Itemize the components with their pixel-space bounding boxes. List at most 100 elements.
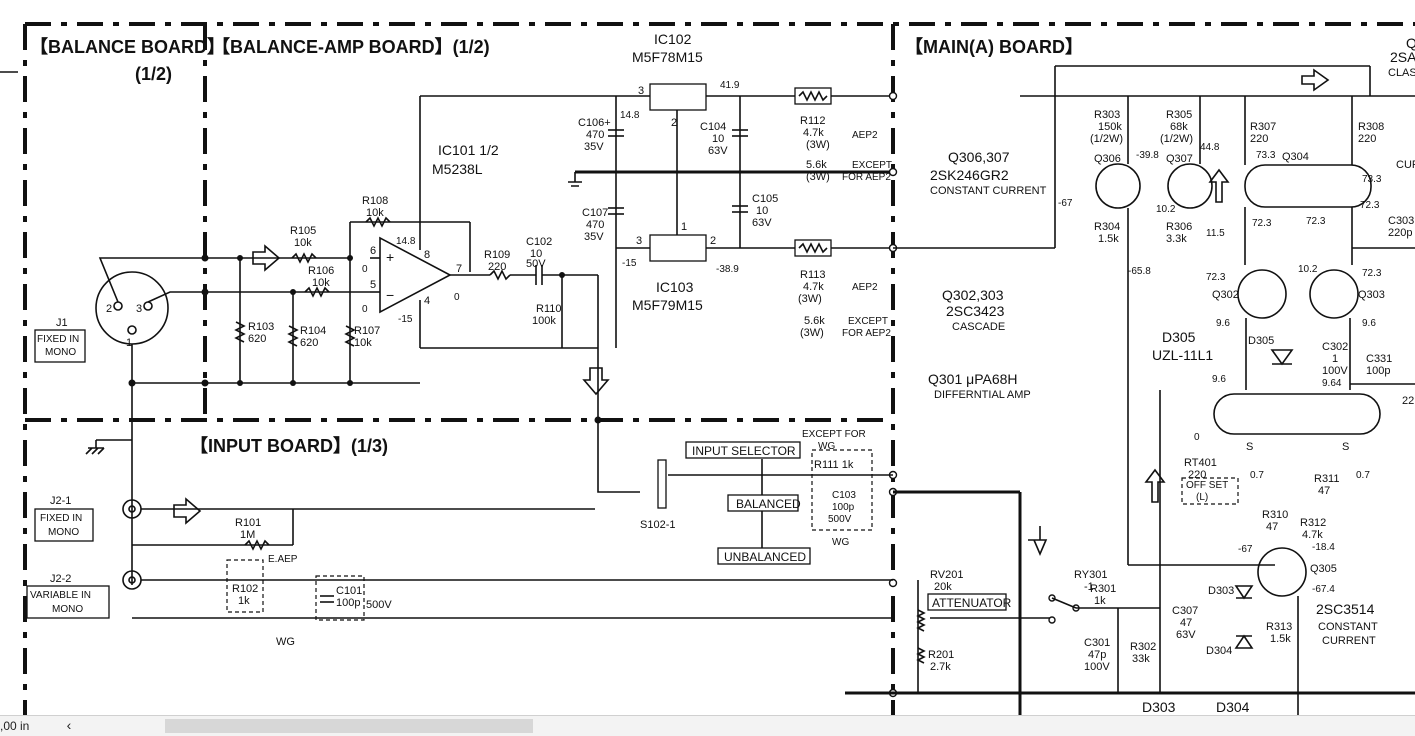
schematic-label: R313 [1266,621,1292,633]
resistor-r107 [344,325,356,347]
schematic-label: Q301 μPA68H [928,371,1018,387]
schematic-label: 3 [136,303,142,315]
schematic-label: 620 [300,337,318,349]
schematic-label: WG [832,537,849,548]
schematic-label: 63V [752,217,772,229]
schematic-label: 1.5k [1098,233,1119,245]
schematic-label: MONO [48,527,79,538]
schematic-label: C104 [700,121,726,133]
schematic-label: 4.7k [803,127,824,139]
schematic-label: D303 [1208,585,1234,597]
schematic-label: 63V [1176,629,1196,641]
schematic-label: S [1342,441,1349,453]
scroll-left-button[interactable]: ‹ [66,717,72,733]
schematic-label: 100k [532,315,556,327]
q305-transistor [1257,547,1307,597]
schematic-label: -38.9 [716,264,739,275]
schematic-label: 0.7 [1250,470,1264,481]
scrollbar-thumb[interactable] [165,719,533,733]
schematic-label: -39.8 [1136,150,1159,161]
d305-diode [1270,349,1294,366]
schematic-diagram: 【BALANCE BOARD】 (1/2) 【BALANCE-AMP BOARD… [0,22,1415,715]
schematic-label: R106 [308,265,334,277]
schematic-label: R107 [354,325,380,337]
schematic-label: D303 [1142,699,1176,715]
schematic-label: 73.3 [1256,150,1276,161]
schematic-label: 9.6 [1216,318,1230,329]
schematic-label: DIFFERNTIAL AMP [934,389,1031,401]
schematic-label: 5.6k [806,159,827,171]
resistor-r103 [234,321,246,343]
schematic-label: 2SC3423 [946,303,1005,319]
zoom-readout: ,00 in [0,719,30,733]
schematic-label: 63V [708,145,728,157]
schematic-label: Q306 [1094,153,1121,165]
schematic-label: C106+ [578,117,611,129]
schematic-label: 220 [488,261,506,273]
resistor-r104 [287,325,299,347]
schematic-label: D304 [1216,699,1250,715]
schematic-label: 7 [456,263,462,275]
section-main-board: 【MAIN(A) BOARD】 [905,37,1083,57]
ic101-opamp: + − [370,96,490,348]
resistor-r105 [291,252,317,264]
schematic-label: MONO [52,604,83,615]
schematic-label: 0 [362,264,368,275]
schematic-label: 73.3 [1362,174,1382,185]
schematic-label: M5238L [432,161,483,177]
ic103-regulator [649,234,707,262]
schematic-label: 72.3 [1360,200,1380,211]
schematic-label: R109 [484,249,510,261]
schematic-label: 72.3 [1252,218,1272,229]
schematic-label: 220 [1250,133,1268,145]
schematic-label: 10k [354,337,372,349]
schematic-label: 47p [1088,649,1106,661]
schematic-label: 500V [828,514,852,525]
schematic-label: 10k [366,207,384,219]
c101-dashed-box [315,575,365,621]
schematic-label: R110 [536,303,561,315]
schematic-label: D304 [1206,645,1232,657]
schematic-label: − [386,287,394,303]
schematic-label: C105 [752,193,778,205]
d304-zener [1234,634,1254,649]
schematic-label: R101 [235,517,261,529]
schematic-label: WG [276,636,295,648]
arrow-up-1 [1208,168,1230,203]
schematic-label: R111 1k [814,459,854,471]
schematic-label: Q [1406,35,1415,51]
schematic-label: 8 [424,249,430,261]
resistor-r109 [489,269,511,281]
j2-1-label: J2-1 [50,495,71,507]
schematic-label: 9.6 [1362,318,1376,329]
schematic-label: 14.8 [620,110,640,121]
schematic-label: R311 [1314,473,1339,485]
schematic-label: MONO [45,347,76,358]
schematic-label: 10 [530,248,542,260]
schematic-label: C103 [832,490,856,501]
signal-arrow-2 [173,497,202,525]
schematic-label: CLAS [1388,67,1415,79]
schematic-label: WG [818,441,835,452]
schematic-label: (3W) [806,139,830,151]
balanced-label: BALANCED [736,497,801,511]
horizontal-scrollbar[interactable] [80,719,1410,733]
q303-transistor [1309,269,1359,319]
r111-c103-dashed-box [811,449,873,531]
schematic-label: Q304 [1282,151,1309,163]
schematic-label: R102 [232,583,258,595]
schematic-label: C302 [1322,341,1348,353]
schematic-label: 33k [1132,653,1150,665]
schematic-label: 100V [1322,365,1348,377]
schematic-label: 22 [1402,395,1414,407]
schematic-label: M5F78M15 [632,49,703,65]
schematic-label: R310 [1262,509,1288,521]
schematic-label: EXCEPT [852,160,892,171]
schematic-label: 3 [638,85,644,97]
schematic-label: S [1246,441,1253,453]
schematic-label: Q306,307 [948,149,1010,165]
schematic-label: EXCEPT FOR [802,429,866,440]
ic103-label: IC103 [656,279,694,295]
schematic-label: -15 [622,258,637,269]
schematic-label: R108 [362,195,388,207]
